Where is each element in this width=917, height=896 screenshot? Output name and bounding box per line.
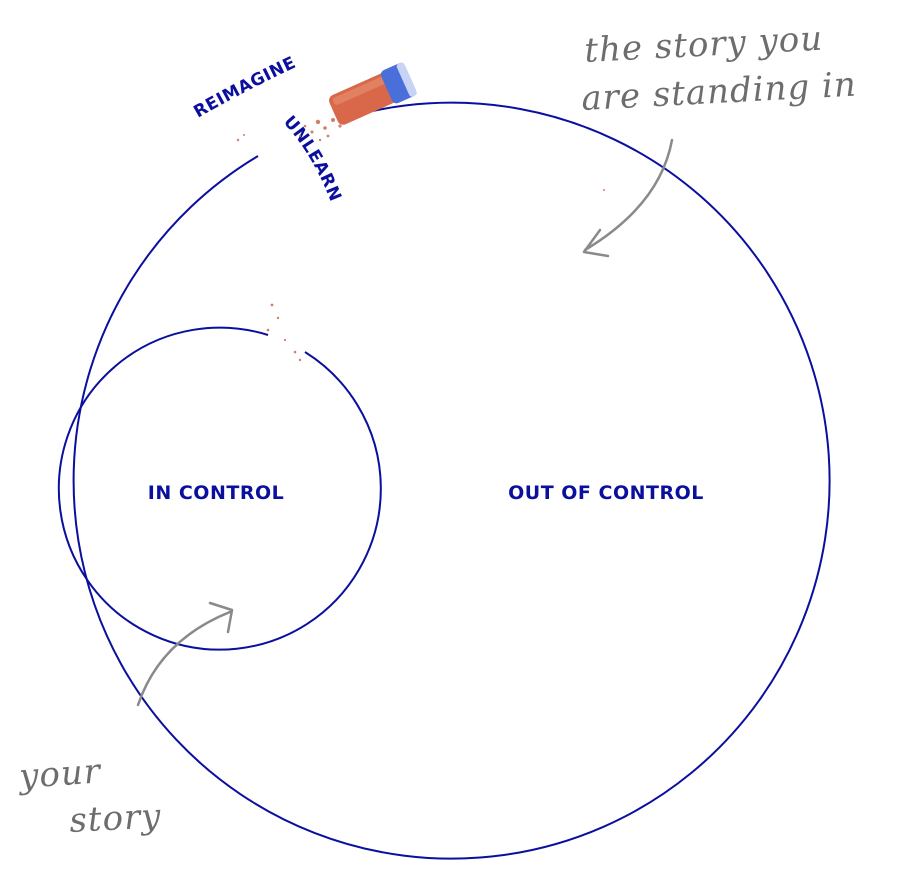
inner-annotation-line-1: your xyxy=(16,751,103,797)
reimagine-label: REIMAGINE xyxy=(190,53,299,123)
outer-circle xyxy=(72,101,831,860)
arrow-to-inner-circle xyxy=(136,601,234,707)
unlearn-label: UNLEARN xyxy=(279,112,345,204)
outer-annotation-line-2: are standing in xyxy=(580,65,857,119)
inner-annotation-line-2: story xyxy=(68,796,162,841)
inner-circle-label: IN CONTROL xyxy=(148,482,284,504)
outer-annotation: the story you are standing in xyxy=(580,19,857,119)
arrow-to-outer-circle xyxy=(582,138,674,258)
eraser-icon xyxy=(329,62,417,125)
eraser-crumbs xyxy=(236,118,605,362)
outer-circle-label: OUT OF CONTROL xyxy=(508,482,704,504)
inner-annotation: your story xyxy=(16,751,163,841)
outer-annotation-line-1: the story you xyxy=(583,19,824,71)
inner-circle xyxy=(57,326,382,651)
